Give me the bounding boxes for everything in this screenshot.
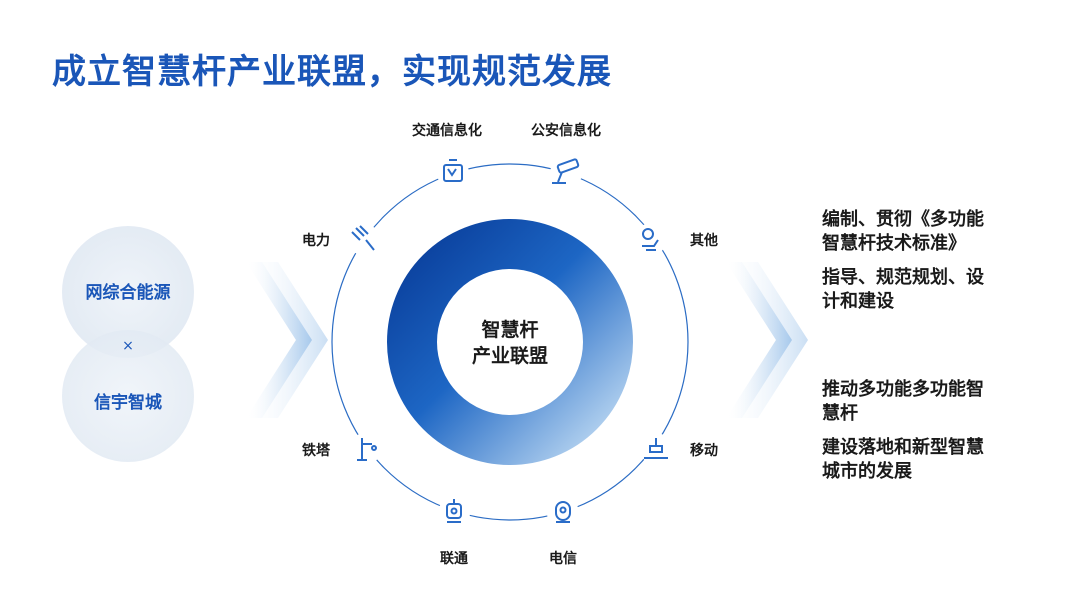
node-label-security: 公安信息化 — [531, 122, 601, 139]
traffic-icon — [443, 159, 463, 182]
goal-guidance: 指导、规范规划、设 计和建设 — [822, 266, 1062, 314]
goal-build: 建设落地和新型智慧 城市的发展 — [822, 436, 1062, 484]
left-chevron-shadow — [246, 262, 328, 418]
goal-standard: 编制、贯彻《多功能 智慧杆技术标准》 — [822, 208, 1062, 256]
goal-promote: 推动多功能多功能智 慧杆 — [822, 378, 1062, 426]
node-traffic: 交通信息化 — [412, 122, 482, 189]
node-other: 其他 — [635, 223, 718, 255]
node-label-traffic: 交通信息化 — [412, 122, 482, 139]
node-tower: 铁塔 — [302, 433, 381, 465]
outer-ring — [331, 163, 689, 521]
venn-top-label: 网综合能源 — [86, 282, 171, 303]
node-label-tower: 铁塔 — [302, 442, 331, 459]
tower-icon — [357, 438, 377, 461]
venn-times: × — [122, 338, 134, 354]
node-label-unicom: 联通 — [440, 551, 468, 567]
robot-icon — [555, 501, 571, 523]
goal-standard-line2: 智慧杆技术标准》 — [822, 233, 966, 254]
robot-head-icon — [446, 499, 462, 523]
goal-guidance-line1: 指导、规范规划、设 — [822, 267, 984, 288]
venn-circle-bottom — [62, 330, 194, 462]
node-security: 公安信息化 — [531, 122, 601, 189]
node-unicom: 联通 — [438, 497, 470, 567]
node-label-other: 其他 — [690, 232, 718, 249]
center-label-line1: 智慧杆 — [481, 318, 538, 341]
node-label-mobile: 移动 — [690, 442, 718, 459]
center-label-line2: 产业联盟 — [472, 344, 548, 367]
goal-promote-line1: 推动多功能多功能智 — [822, 379, 984, 400]
node-mobile: 移动 — [640, 433, 718, 465]
node-label-power: 电力 — [302, 232, 330, 249]
venn-circle-top — [62, 226, 194, 358]
page-title: 成立智慧杆产业联盟，实现规范发展 — [52, 52, 612, 92]
node-label-telecom: 电信 — [549, 550, 577, 567]
goal-standard-line1: 编制、贯彻《多功能 — [822, 209, 984, 230]
power-tool-icon — [351, 225, 375, 251]
alliance-donut — [387, 219, 633, 465]
venn-bottom-label: 信宇智城 — [94, 392, 162, 413]
node-telecom: 电信 — [547, 497, 579, 567]
goal-build-line2: 城市的发展 — [822, 461, 912, 482]
security-camera-icon — [552, 158, 580, 184]
goal-build-line1: 建设落地和新型智慧 — [822, 437, 984, 458]
goal-promote-line2: 慧杆 — [822, 403, 858, 424]
robot-arm-icon — [644, 438, 668, 459]
goal-guidance-line2: 计和建设 — [822, 291, 894, 312]
right-chevron-shadow — [726, 262, 808, 418]
hand-gear-icon — [642, 228, 659, 251]
node-power: 电力 — [302, 223, 379, 255]
